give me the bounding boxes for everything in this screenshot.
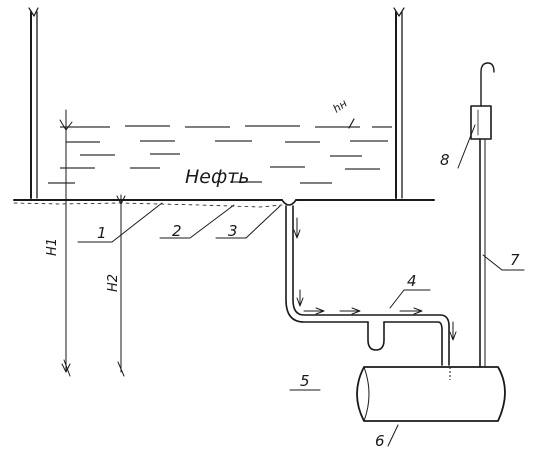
- h2-label: H2: [106, 274, 121, 292]
- callout-4: 4: [407, 272, 417, 290]
- flow-arrows: [293, 217, 457, 341]
- callout-1: 1: [97, 224, 107, 242]
- measuring-tube: [479, 62, 495, 368]
- callout-leaders: [77, 124, 525, 447]
- hn-tick: [348, 118, 355, 129]
- tank-outlet-nozzle: [281, 199, 297, 206]
- h1-label: H1: [45, 238, 60, 256]
- liquid-label: Нефть: [185, 166, 250, 188]
- drain-pipe: [285, 205, 450, 366]
- hn-label: hн: [330, 97, 349, 116]
- device-box: [470, 105, 492, 140]
- dimension-h1: [59, 109, 73, 377]
- callout-2: 2: [172, 222, 182, 240]
- callout-6: 6: [375, 432, 385, 450]
- tank-right-wall: [393, 7, 405, 199]
- callout-7: 7: [510, 251, 520, 269]
- tank-bottom-line: [13, 199, 435, 208]
- dimension-h2: [116, 194, 126, 377]
- liquid-surface: [48, 125, 392, 184]
- receiving-vessel: [356, 366, 506, 422]
- callout-5: 5: [300, 372, 310, 390]
- callout-3: 3: [228, 222, 238, 240]
- callout-8: 8: [440, 151, 450, 169]
- tank-left-wall: [28, 7, 39, 199]
